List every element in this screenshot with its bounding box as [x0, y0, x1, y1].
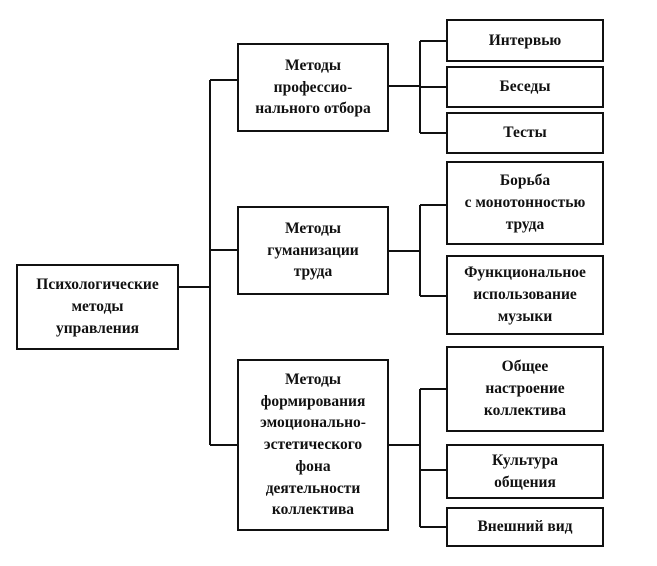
root-box: Психологические методы управления	[16, 264, 179, 350]
group-box-labor-humanization: Методы гуманизации труда	[237, 206, 389, 295]
group-box-professional-selection: Методы профессио- нального отбора	[237, 43, 389, 132]
leaf-box-communication-culture: Культура общения	[446, 444, 604, 499]
leaf-box-conversations: Беседы	[446, 66, 604, 108]
leaf-box-appearance: Внешний вид	[446, 507, 604, 547]
group-box-emotional-aesthetic-background: Методы формирования эмоционально- эстети…	[237, 359, 389, 531]
leaf-box-fight-monotony: Борьба с монотонностью труда	[446, 161, 604, 245]
leaf-box-tests: Тесты	[446, 112, 604, 154]
leaf-box-team-mood: Общее настроение коллектива	[446, 346, 604, 432]
leaf-box-functional-music: Функциональное использование музыки	[446, 255, 604, 335]
leaf-box-interview: Интервью	[446, 19, 604, 62]
